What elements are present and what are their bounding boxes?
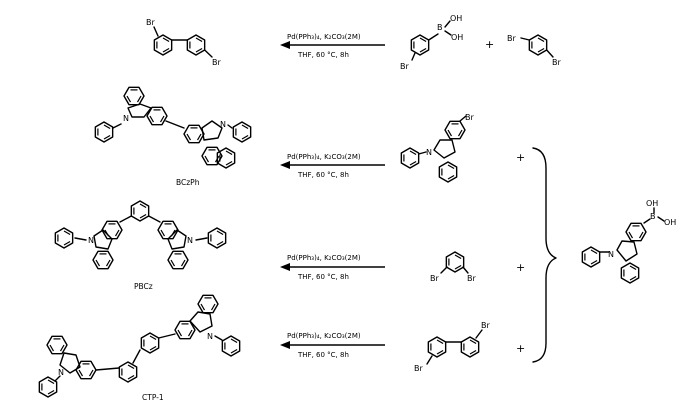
product-ctp-1: N N CTP-1 — [38, 294, 241, 402]
plus-sign: + — [516, 261, 525, 274]
bromine-label: Br — [400, 62, 409, 71]
bromine-label: Br — [414, 364, 423, 373]
bromine-label: Br — [212, 58, 221, 67]
nitrogen-label: N — [123, 114, 129, 123]
plus-sign: + — [516, 342, 525, 355]
bromine-label: Br — [552, 58, 561, 67]
reactant-bromophenylboronic-acid: B OH OH Br — [400, 14, 463, 71]
reactant-dibromobiphenyl: Br Br + — [414, 321, 525, 373]
nitrogen-label: N — [187, 236, 193, 245]
product-dibromobiphenyl: Br Br — [146, 18, 221, 67]
bromine-label: Br — [467, 274, 476, 283]
reaction-conditions-top: Pd(PPh₃)₄, K₂CO₃(2M) — [287, 332, 361, 340]
reaction-arrow-3: Pd(PPh₃)₄, K₂CO₃(2M) THF, 60 °C, 8h — [280, 254, 385, 281]
reaction-arrow-4: Pd(PPh₃)₄, K₂CO₃(2M) THF, 60 °C, 8h — [280, 332, 385, 359]
bromine-label: Br — [430, 274, 439, 283]
nitrogen-label: N — [608, 250, 614, 259]
boron-label: B — [650, 212, 656, 221]
nitrogen-label: N — [88, 236, 94, 245]
boron-label: B — [437, 23, 443, 32]
compound-name-bczph: BCzPh — [176, 178, 200, 187]
compound-name-pbcz: PBCz — [134, 282, 153, 291]
hydroxyl-label: OH — [451, 33, 463, 42]
reaction-conditions-top: Pd(PPh₃)₄, K₂CO₃(2M) — [287, 254, 361, 262]
nitrogen-label: N — [207, 332, 213, 341]
compound-name-ctp-1: CTP-1 — [142, 393, 164, 402]
product-bczph: N N BCzPh — [94, 86, 252, 187]
hydroxyl-label: OH — [664, 218, 676, 227]
reaction-conditions-bottom: THF, 60 °C, 8h — [297, 273, 349, 281]
brace — [532, 147, 557, 363]
product-pbcz: N N PBCz — [54, 200, 227, 291]
reagent-phenylcarbazole-boronic-acid: N B OH OH — [581, 199, 676, 284]
bromine-label: Br — [465, 113, 474, 122]
plus-sign: + — [516, 151, 525, 164]
plus-sign: + — [485, 38, 494, 51]
hydroxyl-label: OH — [450, 14, 462, 23]
nitrogen-label: N — [220, 120, 226, 129]
reaction-conditions-bottom: THF, 60 °C, 8h — [297, 351, 349, 359]
reactant-bromo-phenylcarbazole: N Br + — [400, 113, 525, 183]
reactant-dibromobenzene-2: Br Br + — [430, 251, 525, 283]
bromine-label: Br — [507, 34, 516, 43]
reaction-arrow-1: Pd(PPh₃)₄, K₂CO₃(2M) THF, 60 °C, 8h — [280, 33, 385, 59]
reaction-conditions-bottom: THF, 60 °C, 8h — [297, 171, 349, 179]
hydroxyl-label: OH — [646, 199, 658, 208]
reaction-arrow-2: Pd(PPh₃)₄, K₂CO₃(2M) THF, 60 °C, 8h — [280, 153, 385, 179]
reaction-conditions-top: Pd(PPh₃)₄, K₂CO₃(2M) — [287, 153, 361, 161]
reaction-conditions-top: Pd(PPh₃)₄, K₂CO₃(2M) — [287, 33, 361, 41]
reactant-dibromobenzene: Br Br — [507, 34, 561, 67]
reaction-conditions-bottom: THF, 60 °C, 8h — [297, 51, 349, 59]
bromine-label: Br — [481, 321, 490, 330]
nitrogen-label: N — [426, 148, 432, 157]
nitrogen-label: N — [58, 368, 64, 377]
bromine-label: Br — [146, 18, 155, 27]
